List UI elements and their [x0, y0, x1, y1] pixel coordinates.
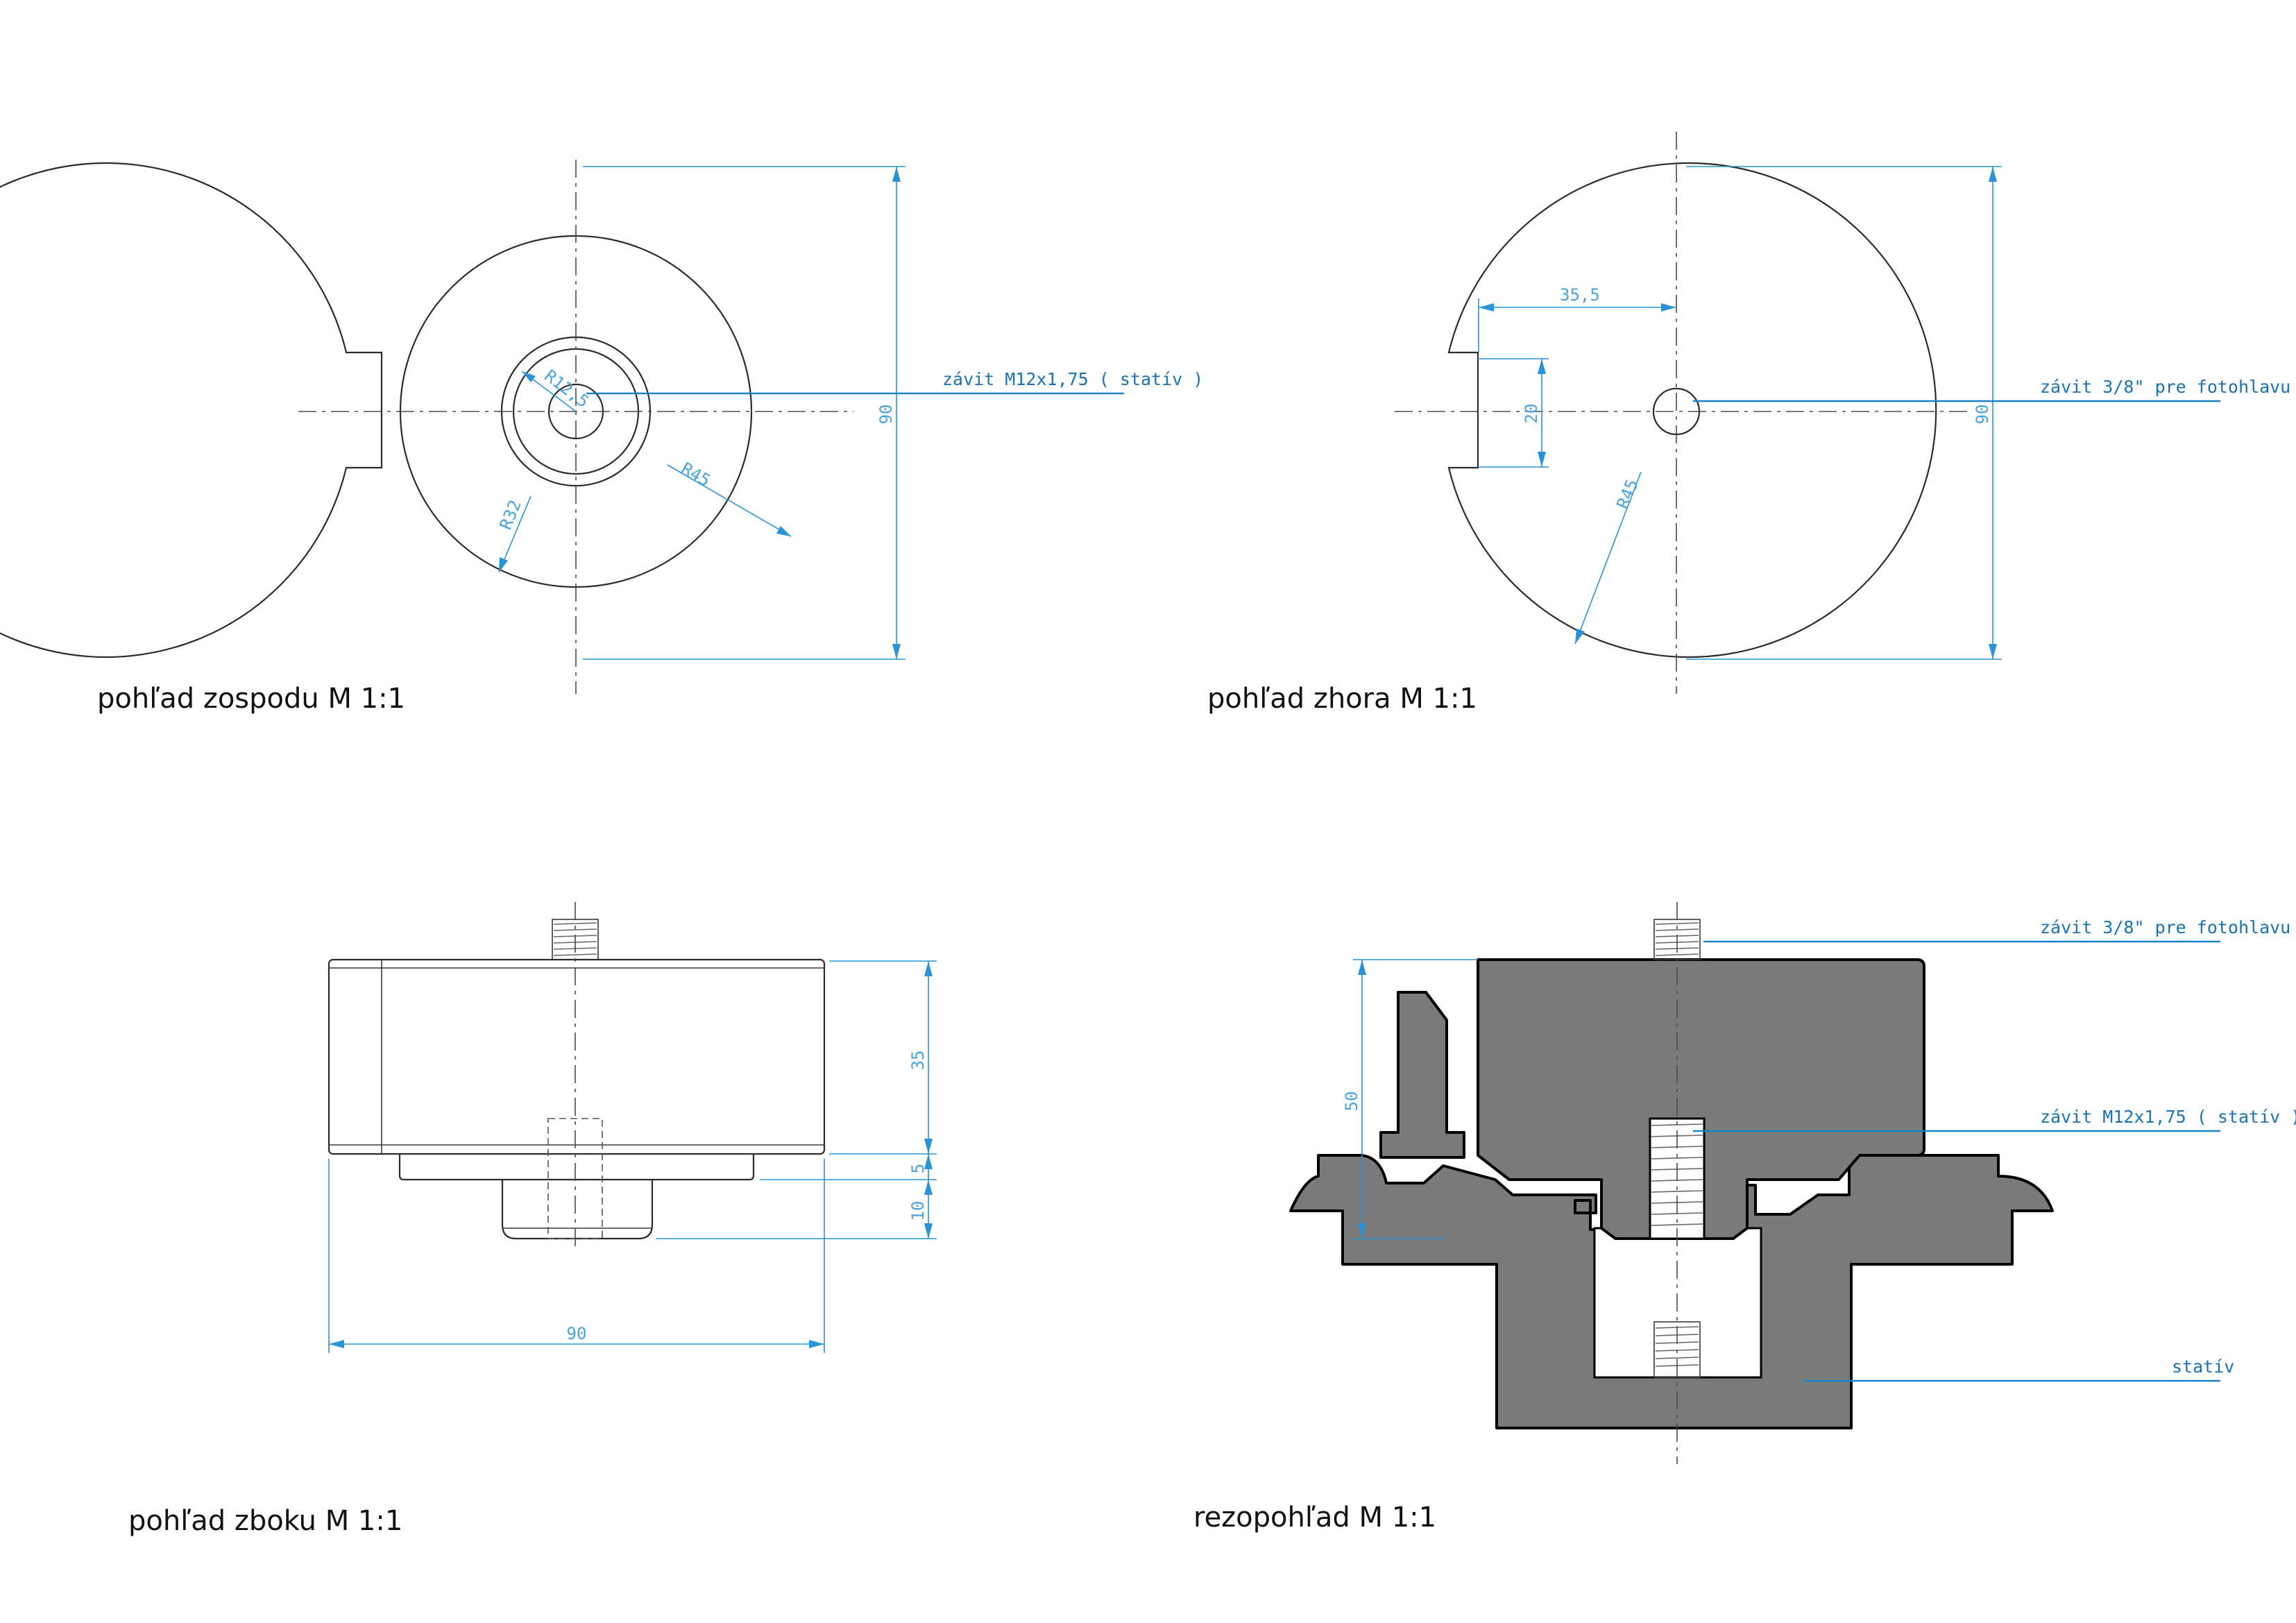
top-dim-35-arrow-l	[1479, 303, 1494, 312]
top-thread-note: závit 3/8" pre fotohlavu	[2040, 377, 2290, 397]
bottom-view: 90 R45 R32 R12,5 závit M12x1,75 ( statív…	[0, 160, 1203, 715]
side-arr-3	[924, 1154, 933, 1169]
top-r45-line	[1574, 471, 1642, 645]
bottom-outer-contour	[0, 162, 383, 658]
top-dim-35: 35,5	[1560, 285, 1600, 305]
section-note-mid: závit M12x1,75 ( statív )	[2040, 1107, 2296, 1127]
bottom-dim-r45: R45	[678, 459, 714, 491]
side-dim-90: 90	[567, 1324, 587, 1343]
side-boss	[501, 1180, 654, 1240]
side-arr-l	[329, 1340, 344, 1348]
side-arr-4	[924, 1180, 933, 1195]
top-dim-r45: R45	[1613, 477, 1642, 512]
side-view-caption: pohľad zboku M 1:1	[128, 1505, 402, 1537]
side-view: 35 5 10 90 pohľad zboku M 1:1	[128, 902, 937, 1537]
bottom-r32-arrow	[499, 557, 508, 572]
top-view-caption: pohľad zhora M 1:1	[1207, 683, 1477, 715]
bottom-dim-r32: R32	[496, 498, 525, 533]
side-disc	[398, 1154, 755, 1181]
bottom-view-caption: pohľad zospodu M 1:1	[97, 683, 405, 715]
side-arr-r	[809, 1340, 824, 1348]
top-dim-35-arrow-r	[1661, 303, 1676, 312]
top-dim-arrow-up	[1989, 167, 1997, 182]
top-slot-arrow-down	[1538, 452, 1546, 467]
section-dim-50: 50	[1342, 1091, 1361, 1112]
section-view: 50 závit 3/8" pre fotohlavu závit M12x1,…	[1193, 902, 2296, 1533]
section-tripod-pocket	[1593, 1227, 1762, 1379]
side-dim-35: 35	[908, 1051, 928, 1071]
bottom-dim-arrow-up	[892, 167, 901, 182]
side-arr-1	[924, 961, 933, 976]
bottom-r45-arrow	[776, 526, 791, 536]
top-dim-arrow-down	[1989, 644, 1997, 659]
top-slot-arrow-up	[1538, 359, 1546, 374]
side-dim-10: 10	[908, 1201, 928, 1221]
side-main-body	[328, 958, 826, 1155]
top-dim-20: 20	[1522, 404, 1541, 424]
section-left-plate	[1379, 991, 1465, 1159]
bottom-thread-note: závit M12x1,75 ( statív )	[942, 369, 1203, 389]
top-dim-90: 90	[1973, 405, 1992, 425]
side-arr-2	[924, 1139, 933, 1154]
section-note-tripod: statív	[2172, 1357, 2234, 1377]
section-bottom-stud	[1653, 1321, 1701, 1378]
side-arr-5	[924, 1223, 933, 1239]
bottom-r12-arrow	[522, 371, 536, 382]
bottom-dim-90: 90	[876, 405, 896, 425]
top-view: 35,5 20 90 R45 závit 3/8" pre fotohlavu …	[1207, 132, 2290, 715]
section-arr-up	[1358, 960, 1366, 975]
section-arr-down	[1358, 1223, 1366, 1239]
section-view-caption: rezopohľad M 1:1	[1193, 1502, 1436, 1533]
bottom-dim-arrow-down	[892, 644, 901, 659]
bottom-r45-line	[667, 464, 792, 537]
top-r45-arrow	[1575, 629, 1585, 644]
section-note-top: závit 3/8" pre fotohlavu	[2040, 917, 2290, 937]
side-dim-5: 5	[908, 1164, 928, 1173]
top-outer-contour	[1447, 162, 1937, 658]
